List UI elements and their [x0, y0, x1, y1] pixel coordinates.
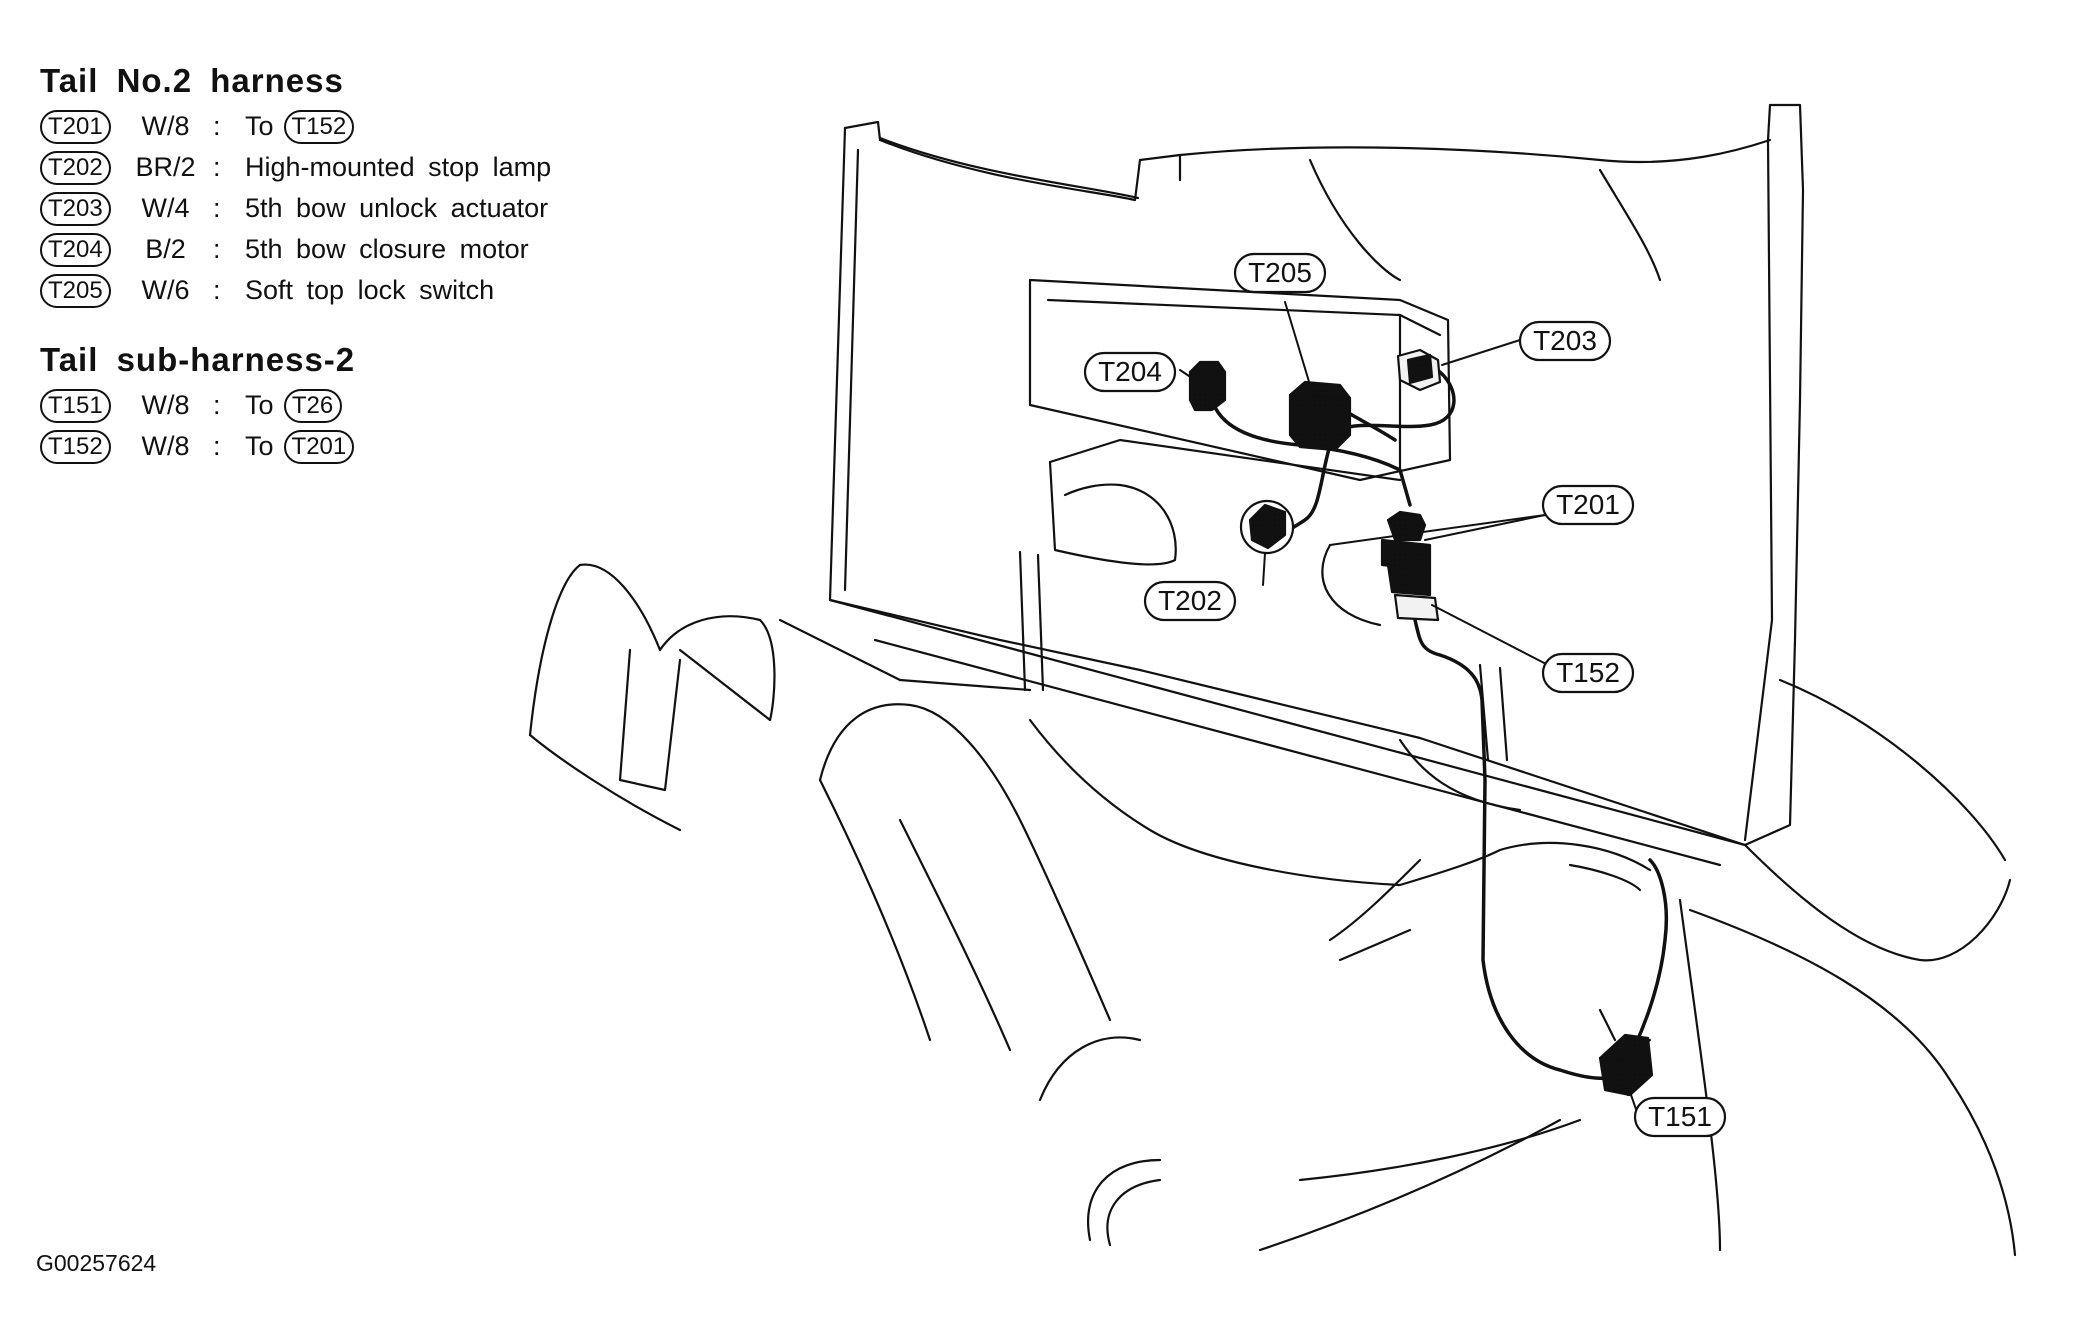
callout-t201: T201: [1541, 484, 1635, 526]
rear-panel-outline: [828, 103, 1805, 847]
connector-t202-shape: [1239, 499, 1295, 555]
connector-description: 5th bow unlock actuator: [245, 193, 549, 223]
callout-t204: T204: [1083, 351, 1177, 393]
cover-box-outline: [1028, 278, 1452, 627]
connector-code: T151: [40, 388, 111, 423]
connector-code: T204: [40, 232, 111, 267]
wire-spec: B/2: [145, 234, 186, 264]
connector-ref: T26: [283, 388, 342, 423]
callout-t151: T151: [1633, 1096, 1727, 1138]
callout-t203: T203: [1518, 320, 1612, 362]
leader-lines: [1179, 301, 1639, 1116]
svg-text:T202: T202: [1158, 585, 1222, 616]
connector-t204-shape: [1188, 360, 1227, 412]
connector-t203-shape: [1396, 348, 1442, 392]
connector-ref: T201: [283, 429, 355, 464]
svg-text:T204: T204: [1098, 356, 1162, 387]
figure-id: G00257624: [36, 1250, 157, 1276]
connector-description: To: [245, 431, 274, 461]
legend-row: T204 B/2 : 5th bow closure motor: [40, 229, 640, 270]
connector-code: T205: [40, 273, 111, 308]
connector-code: T152: [40, 429, 111, 464]
wire-spec: W/8: [141, 390, 190, 420]
connector-ref: T152: [283, 109, 355, 144]
wiring-harness: [1208, 370, 1669, 1081]
callout-t205: T205: [1233, 252, 1327, 294]
legend-row: T202 BR/2 : High-mounted stop lamp: [40, 147, 640, 188]
connector-code: T201: [40, 109, 111, 144]
connector-t205-shape: [1288, 380, 1352, 452]
connector-description: 5th bow closure motor: [245, 234, 529, 264]
svg-text:T201: T201: [1556, 489, 1620, 520]
legend-row: T203 W/4 : 5th bow unlock actuator: [40, 188, 640, 229]
connector-description: Soft top lock switch: [245, 275, 495, 305]
connector-code: T202: [40, 150, 111, 185]
body-outlines: [1087, 678, 2017, 1257]
connector-code: T203: [40, 191, 111, 226]
wire-spec: W/8: [141, 431, 190, 461]
wire-spec: W/4: [141, 193, 190, 223]
sill-lines: [828, 550, 1747, 867]
connector-t201-t152-shape: [1380, 510, 1440, 622]
group-title-tail-no2: Tail No.2 harness: [40, 62, 344, 99]
svg-text:T152: T152: [1556, 657, 1620, 688]
wire-spec: BR/2: [135, 152, 196, 182]
wire-spec: W/6: [141, 275, 190, 305]
connector-description: High-mounted stop lamp: [245, 152, 552, 182]
wire-spec: W/8: [141, 111, 190, 141]
connector-t151-shape: [1598, 1033, 1654, 1097]
legend-row: T205 W/6 : Soft top lock switch: [40, 270, 640, 311]
svg-text:T151: T151: [1648, 1101, 1712, 1132]
group-title-tail-sub-harness-2: Tail sub-harness-2: [40, 341, 356, 378]
callout-t152: T152: [1541, 652, 1635, 694]
connector-description: To: [245, 390, 274, 420]
svg-text:T205: T205: [1248, 257, 1312, 288]
callout-t202: T202: [1143, 580, 1237, 622]
connector-description: To: [245, 111, 274, 141]
svg-text:T203: T203: [1533, 325, 1597, 356]
seat-outlines: [528, 563, 1652, 1102]
